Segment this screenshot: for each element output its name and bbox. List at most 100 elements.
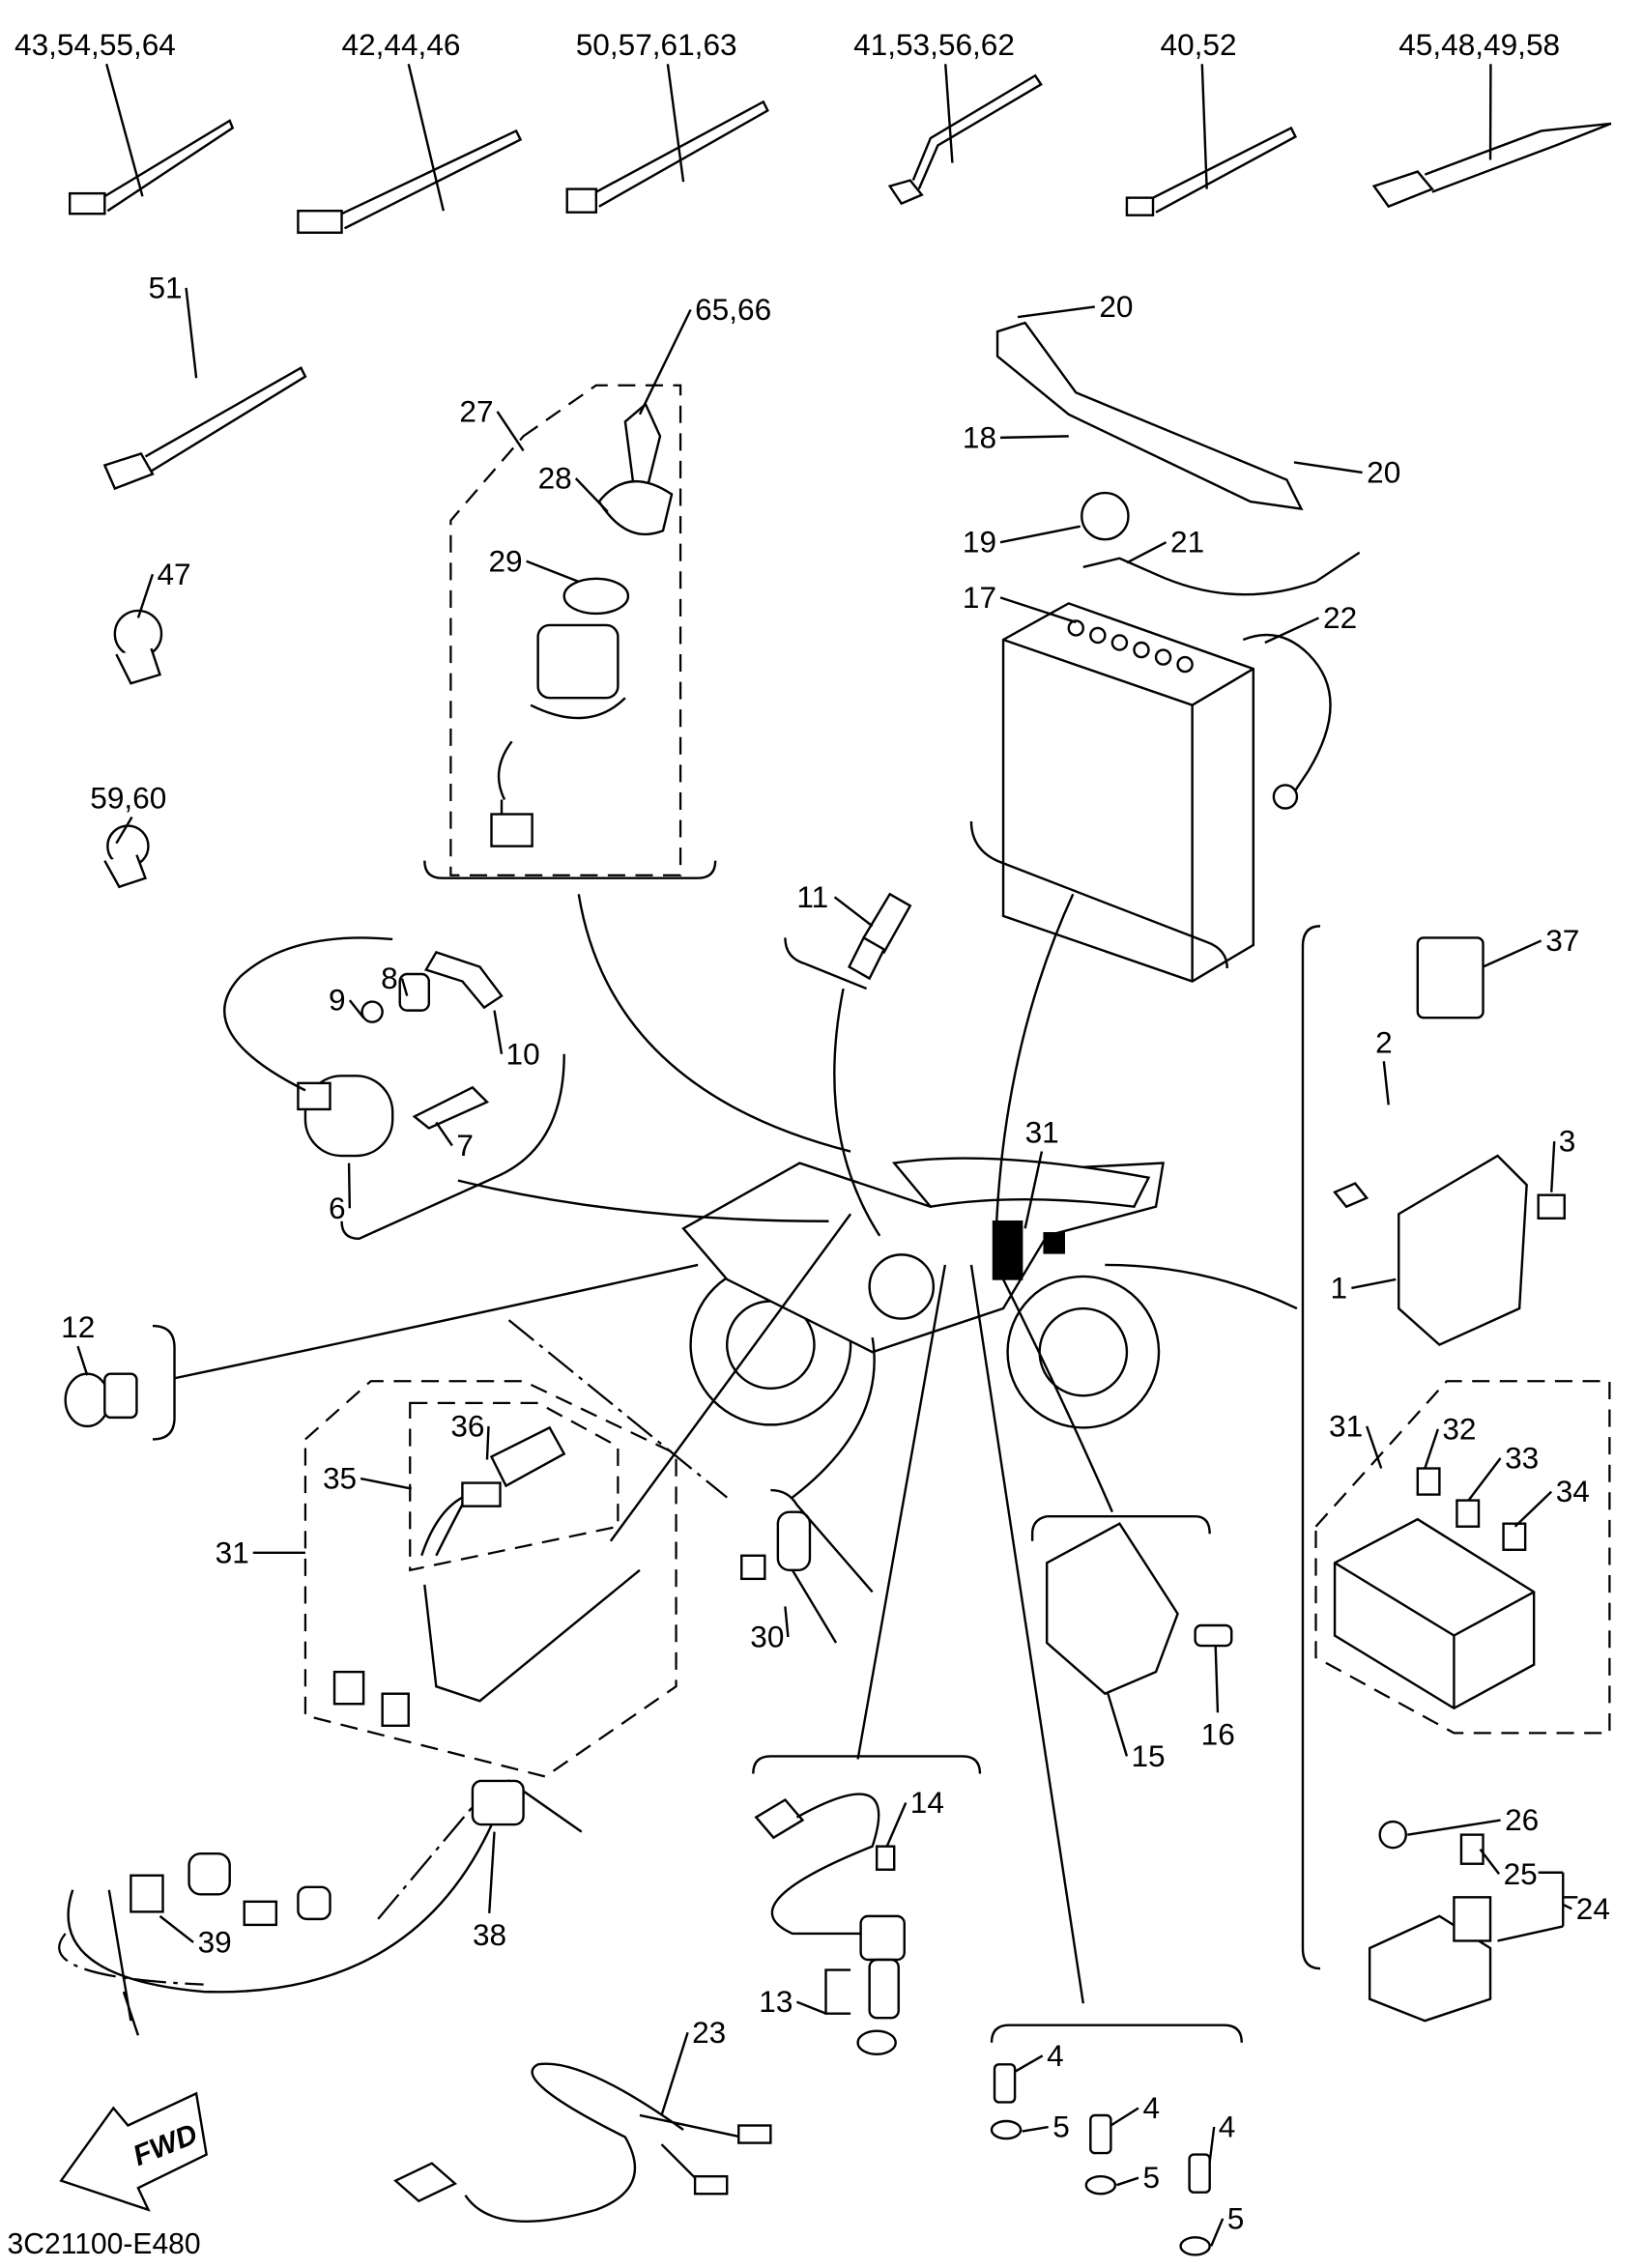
- part-label-4: 4: [1142, 2090, 1160, 2125]
- thermo-sensor-icon: [64, 1372, 138, 1428]
- part-label-33: 33: [1505, 1441, 1539, 1476]
- part-label-2: 2: [1375, 1024, 1393, 1059]
- part-label-31: 31: [1025, 1115, 1059, 1150]
- leader-line: [1023, 1151, 1044, 1229]
- leader-line: [784, 1606, 790, 1638]
- leader-line: [1366, 1425, 1383, 1469]
- part-label-42-44-46: 42,44,46: [342, 27, 461, 62]
- hose-clamp-icon: [103, 824, 150, 889]
- leader-line: [999, 596, 1077, 624]
- leader-line: [1014, 2054, 1044, 2073]
- leader-line: [485, 1425, 490, 1460]
- leader-line: [1562, 1903, 1572, 1910]
- leader-line: [526, 560, 580, 583]
- leader-line: [1467, 1457, 1502, 1502]
- leader-line: [115, 816, 133, 845]
- leader-line: [435, 1121, 453, 1147]
- leader-line: [1550, 1140, 1556, 1192]
- fuse-box-icon: [1333, 1517, 1536, 1710]
- leader-line: [574, 477, 609, 513]
- ignition-key-icon: [597, 402, 674, 535]
- positive-lead-icon: [1242, 633, 1332, 793]
- part-drawings: [58, 73, 1612, 2256]
- part-label-4: 4: [1047, 2038, 1064, 2073]
- main-switch-group-outline: [449, 384, 682, 876]
- cable-tie-icon: [69, 119, 235, 215]
- part-label-31: 31: [216, 1535, 249, 1569]
- leader-line: [347, 1163, 352, 1209]
- part-label-21: 21: [1170, 525, 1204, 560]
- forward-direction-arrow-icon: [59, 2091, 208, 2212]
- cable-tie-icon: [297, 129, 523, 234]
- part-label-8: 8: [381, 961, 398, 995]
- leader-line: [105, 63, 144, 197]
- hose-clamp-icon: [113, 609, 163, 685]
- part-label-47: 47: [157, 557, 190, 591]
- part-label-27: 27: [459, 393, 493, 428]
- part-label-59-60: 59,60: [90, 781, 166, 816]
- leader-line: [1382, 1061, 1390, 1105]
- part-label-20: 20: [1367, 455, 1400, 490]
- part-label-3: 3: [1559, 1124, 1576, 1159]
- leader-line: [1022, 2125, 1049, 2133]
- part-label-6: 6: [329, 1191, 346, 1225]
- part-label-40-52: 40,52: [1161, 27, 1237, 62]
- part-label-32: 32: [1442, 1411, 1476, 1446]
- spark-plug-icon: [847, 892, 912, 981]
- leader-line: [159, 1914, 194, 1943]
- leader-line: [1126, 541, 1167, 564]
- leader-line: [1210, 2218, 1225, 2247]
- diagram-code: 3C21100-E480: [8, 2228, 201, 2260]
- part-label-43-54-55-64: 43,54,55,64: [14, 27, 176, 62]
- part-label-20: 20: [1099, 289, 1133, 324]
- cable-tie-icon: [565, 100, 769, 214]
- starter-relay-icon: [1368, 1820, 1492, 2023]
- leader-line: [1107, 1693, 1129, 1757]
- cable-tie-icon: [1125, 126, 1298, 216]
- part-label-34: 34: [1556, 1474, 1590, 1508]
- part-label-51: 51: [148, 270, 182, 304]
- part-label-19: 19: [963, 525, 996, 560]
- leader-line: [795, 2000, 826, 2015]
- leader-line: [1110, 2107, 1139, 2127]
- leader-line: [1214, 1646, 1220, 1713]
- leader-line: [185, 287, 198, 379]
- part-label-41-53-56-62: 41,53,56,62: [853, 27, 1015, 62]
- leader-line: [1293, 461, 1363, 474]
- cable-clip-icon: [1371, 122, 1612, 209]
- damper-icon: [1081, 491, 1130, 541]
- leader-line: [1351, 1278, 1397, 1290]
- part-label-5: 5: [1227, 2200, 1245, 2235]
- atv-vehicle-icon: [681, 1157, 1165, 1429]
- part-label-31: 31: [1329, 1408, 1363, 1443]
- part-label-5: 5: [1142, 2160, 1160, 2195]
- part-label-30: 30: [750, 1620, 784, 1654]
- part-label-10: 10: [506, 1036, 540, 1071]
- part-label-65-66: 65,66: [695, 292, 771, 327]
- part-label-12: 12: [61, 1309, 95, 1344]
- leader-line: [1000, 435, 1069, 440]
- leader-line: [493, 1010, 504, 1054]
- leader-line: [1424, 1428, 1440, 1469]
- battery-band-icon: [995, 321, 1304, 511]
- part-label-1: 1: [1331, 1271, 1348, 1306]
- leader-line: [1200, 64, 1208, 189]
- leader-line: [1479, 1848, 1501, 1875]
- part-label-16: 16: [1201, 1716, 1235, 1751]
- leader-line: [944, 64, 954, 163]
- negative-lead-icon: [1082, 551, 1361, 596]
- leader-line: [885, 1802, 908, 1848]
- part-label-29: 29: [488, 543, 522, 578]
- leader-line: [488, 1831, 496, 1913]
- leader-line: [660, 2031, 689, 2116]
- part-label-13: 13: [759, 1984, 793, 2019]
- part-label-11: 11: [796, 879, 828, 914]
- leader-line: [666, 64, 685, 183]
- cable-clip-icon: [102, 365, 307, 491]
- cdi-unit-icon: [1333, 1154, 1566, 1347]
- brake-switch-icon: [740, 1510, 838, 1644]
- part-label-25: 25: [1504, 1856, 1538, 1891]
- leader-line: [1264, 617, 1320, 645]
- leader-line: [638, 308, 692, 416]
